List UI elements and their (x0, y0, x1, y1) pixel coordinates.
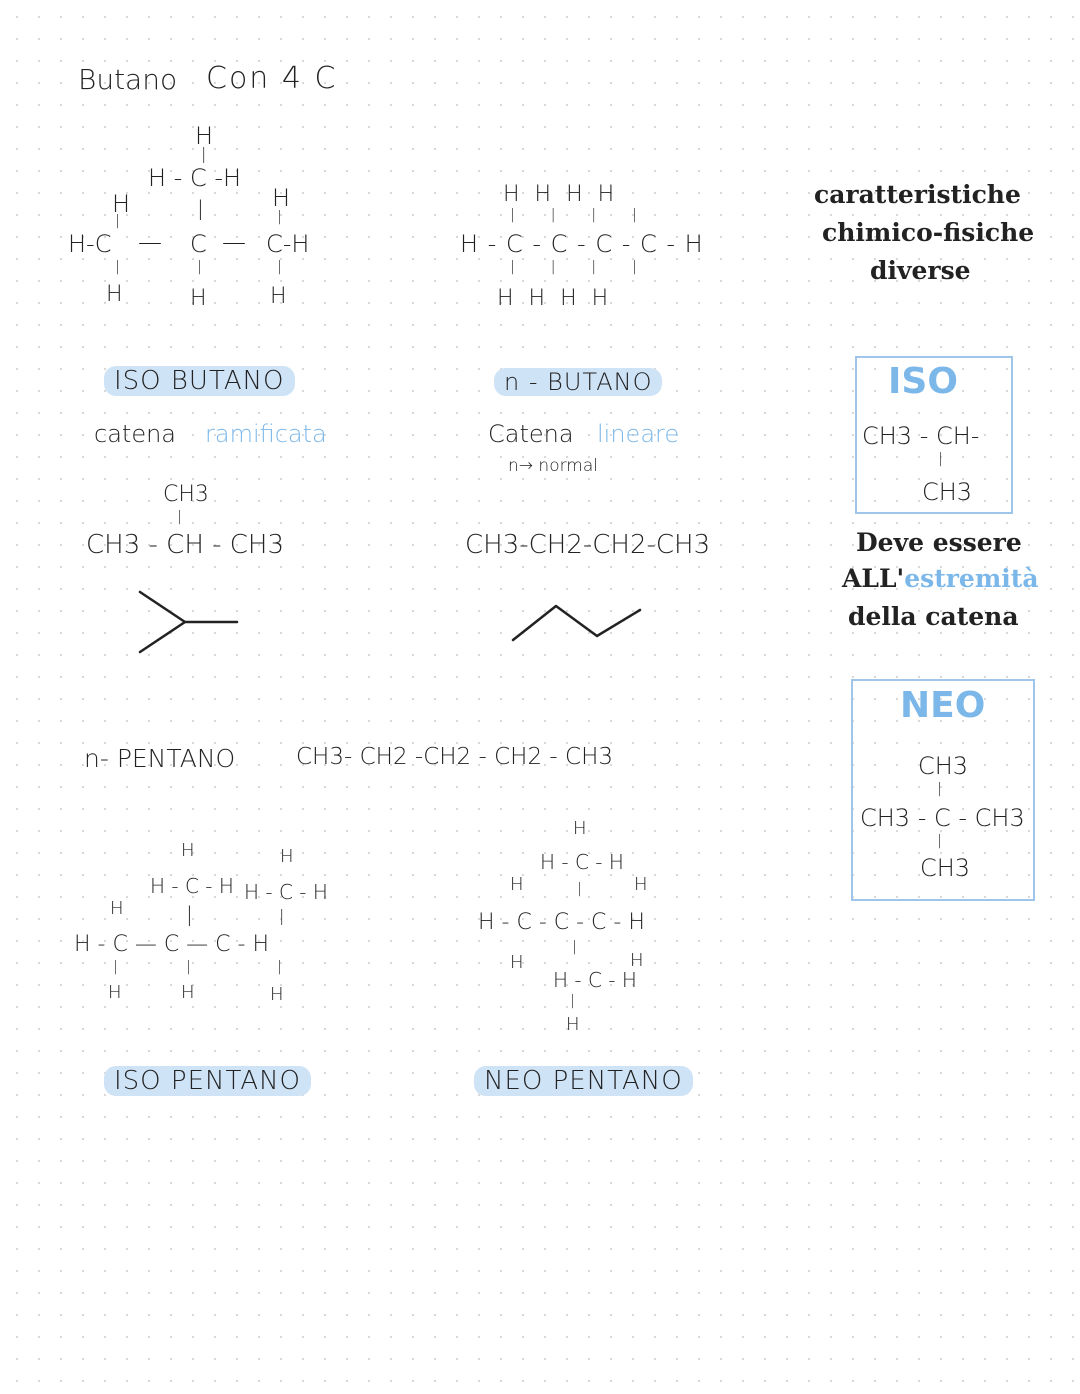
nbutane-name: n - BUTANO (494, 368, 663, 396)
isobutane-condensed-top: CH3 (163, 482, 209, 507)
atom: H (566, 1014, 580, 1035)
bond: | (115, 259, 120, 275)
atom-row: H - C - C - C - H (478, 910, 645, 935)
atom-row: H - C — C — C - H (74, 932, 269, 957)
atom: H (272, 184, 291, 212)
neo-box-middle: CH3 - C - CH3 (860, 804, 1025, 832)
bond: | (577, 881, 582, 897)
bond: | (186, 902, 193, 926)
bond-row: |||| (510, 207, 673, 223)
isobutane-chain-label: catena (94, 420, 176, 448)
atom: H (112, 190, 131, 218)
bond: | (115, 213, 120, 229)
atom: H (270, 984, 284, 1005)
atom: H - C - H (553, 968, 637, 992)
atom: H (110, 898, 124, 919)
nbutane-chain-type: lineare (597, 420, 680, 448)
atom: H (108, 982, 122, 1003)
bond: | (938, 451, 943, 467)
atom-row: H H H H (503, 182, 619, 207)
atom: H (106, 282, 123, 307)
bond: | (186, 959, 191, 975)
bond: | (572, 939, 577, 955)
atom: H-C (68, 230, 112, 258)
bond: | (197, 196, 204, 220)
neopentane-name: NEO PENTANO (474, 1066, 693, 1096)
bond: — (222, 228, 246, 256)
atom: H (195, 122, 214, 150)
nbutane-condensed: CH3-CH2-CH2-CH3 (465, 530, 711, 560)
bond: | (279, 906, 285, 925)
iso-box-title: ISO (888, 361, 958, 402)
neo-box-bottom: CH3 (920, 854, 971, 882)
nbutane-chain-label: Catena (488, 420, 574, 448)
atom: H - C -H (148, 164, 242, 192)
isopentane-name: ISO PENTANO (104, 1066, 312, 1096)
features-line: diverse (870, 256, 971, 285)
atom: C-H (266, 230, 310, 258)
bond: | (570, 993, 575, 1009)
pentane-condensed: CH3- CH2 -CH2 - CH2 - CH3 (296, 744, 614, 770)
atom: H (280, 846, 294, 867)
atom: H (510, 952, 524, 973)
neo-box-title: NEO (900, 685, 986, 726)
atom-row: H - C - C - C - C - H (460, 230, 704, 258)
isobutane-condensed: CH3 - CH - CH3 (86, 530, 285, 560)
page-title: Butano (78, 63, 178, 96)
atom: H (270, 284, 287, 309)
atom: H (634, 874, 648, 895)
bond: | (177, 509, 182, 525)
rule-highlight-word: estremità (904, 564, 1039, 593)
neo-box (851, 679, 1035, 901)
atom: C (190, 230, 207, 258)
bond: | (277, 959, 282, 975)
bond: | (201, 144, 207, 163)
bond-row: |||| (510, 259, 673, 275)
features-line: chimico-fisiche (822, 218, 1035, 247)
iso-box (855, 356, 1013, 514)
atom: H (510, 874, 524, 895)
rule-word: ALL' (842, 564, 905, 593)
iso-box-line1: CH3 - CH- (862, 422, 980, 450)
iso-box-line2: CH3 (922, 478, 973, 506)
atom: H (630, 950, 644, 971)
features-line: caratteristiche (814, 180, 1021, 209)
isobutane-chain-type: ramificata (205, 420, 327, 448)
bond: | (197, 259, 202, 275)
atom: H - C - H (244, 880, 328, 904)
bond: | (113, 959, 118, 975)
atom: H (181, 982, 195, 1003)
bond: | (937, 781, 942, 797)
nbutane-skeleton (511, 604, 642, 642)
pentane-name: n- PENTANO (84, 744, 236, 773)
atom: H (181, 840, 195, 861)
atom: H - C - H (150, 874, 234, 898)
rule-line-2: ALL'estremità (842, 566, 1039, 591)
nbutane-note: n→ normal (508, 456, 598, 476)
atom-row: H H H H (497, 286, 613, 311)
neo-box-top: CH3 (918, 752, 969, 780)
rule-line: della catena (848, 602, 1019, 631)
rule-line: Deve essere (856, 528, 1022, 557)
atom: H (190, 286, 207, 311)
page-subtitle: Con 4 C (206, 61, 338, 96)
isobutane-name: ISO BUTANO (104, 366, 295, 396)
bond: | (937, 833, 942, 849)
bond: — (138, 228, 162, 256)
bond: | (277, 259, 282, 275)
isobutane-skeleton (138, 590, 239, 654)
bond: | (277, 209, 282, 225)
atom: H - C - H (540, 850, 624, 874)
atom: H (573, 818, 587, 839)
